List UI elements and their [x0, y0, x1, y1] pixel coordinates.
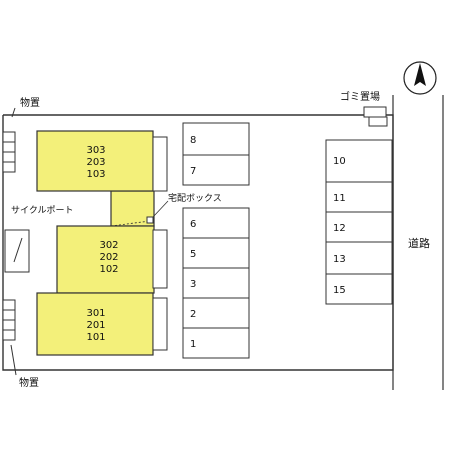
- building-301-units: 301 201 101: [86, 308, 105, 343]
- north-arrow-icon: [403, 61, 437, 95]
- unit-label: 301: [86, 308, 105, 319]
- delivery-box: [146, 216, 154, 224]
- parking-space-label: 7: [190, 166, 196, 177]
- garbage-label: ゴミ置場: [340, 90, 380, 103]
- parking-space-label: 6: [190, 219, 196, 230]
- storage-top-label: 物置: [20, 96, 40, 109]
- building-302: [56, 225, 155, 294]
- parking-space-label: 11: [333, 193, 346, 204]
- cycle-port-label: サイクルポート: [11, 205, 74, 216]
- unit-label: 303: [86, 145, 105, 156]
- building-303-units: 303 203 103: [86, 145, 105, 180]
- unit-label: 202: [99, 252, 118, 263]
- parking-space-label: 10: [333, 156, 346, 167]
- storage-bottom-label: 物置: [19, 376, 39, 389]
- building-301: [36, 292, 154, 356]
- parking-left: [182, 122, 250, 359]
- storage-bottom: [2, 299, 16, 341]
- parking-space-label: 2: [190, 309, 196, 320]
- building-302-units: 302 202 102: [99, 240, 118, 275]
- unit-label: 302: [99, 240, 118, 251]
- unit-label: 201: [86, 320, 105, 331]
- parking-right: [325, 139, 393, 305]
- unit-label: 203: [86, 157, 105, 168]
- parking-left-labels: 8 7 6 5 3 2 1: [190, 135, 196, 350]
- parking-space-label: 13: [333, 254, 346, 265]
- cycle-port: [4, 229, 30, 273]
- parking-right-labels: 10 11 12 13 15: [333, 156, 346, 296]
- parking-space-label: 8: [190, 135, 196, 146]
- storage-top: [2, 131, 16, 173]
- parking-space-label: 1: [190, 339, 196, 350]
- parking-space-label: 12: [333, 223, 346, 234]
- parking-space-label: 3: [190, 279, 196, 290]
- delivery-box-label: 宅配ボックス: [168, 192, 222, 204]
- parking-space-label: 5: [190, 249, 196, 260]
- unit-label: 102: [99, 264, 118, 275]
- building-balconies: [152, 136, 168, 351]
- building-303: [36, 130, 154, 192]
- unit-label: 101: [86, 332, 105, 343]
- road-label: 道路: [408, 236, 430, 250]
- unit-label: 103: [86, 169, 105, 180]
- garbage-station: ゴミ置場: [340, 90, 388, 127]
- parking-space-label: 15: [333, 285, 346, 296]
